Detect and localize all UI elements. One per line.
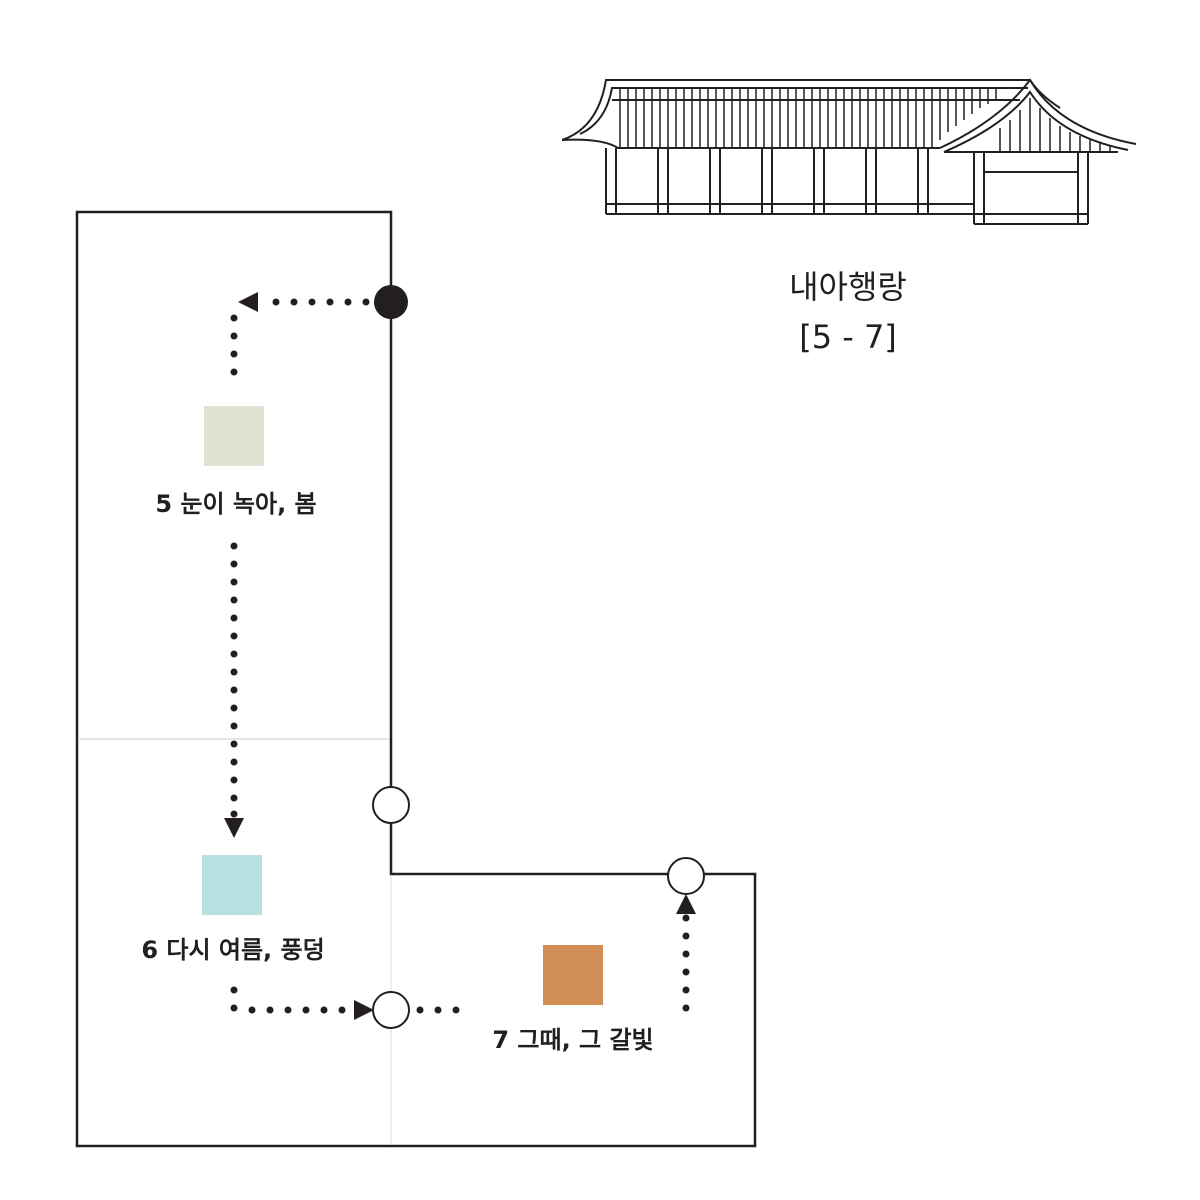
room-7-label: 7 그때, 그 갈빛: [492, 1026, 654, 1054]
building-range: [5 - 7]: [799, 318, 897, 356]
room-6-label: 6 다시 여름, 풍덩: [141, 936, 325, 964]
hanok-building-illustration: [561, 78, 1137, 225]
exit-marker: [667, 857, 705, 895]
passage-marker: [372, 991, 410, 1029]
room-7-color-swatch: [543, 945, 603, 1005]
room-6-color-swatch: [202, 855, 262, 915]
building-name: 내아행랑: [789, 268, 907, 306]
arrow-up-icon: [676, 894, 696, 914]
entrance-marker: [374, 285, 408, 319]
route-path: [230, 298, 690, 1014]
arrow-right-icon: [354, 1000, 374, 1020]
arrow-left-icon: [238, 292, 258, 312]
room-5-label: 5 눈이 녹아, 봄: [155, 490, 317, 518]
passage-marker: [372, 786, 410, 824]
arrow-down-icon: [224, 818, 244, 838]
room-5-color-swatch: [204, 406, 264, 466]
floor-plan-outline: [75, 210, 757, 1148]
